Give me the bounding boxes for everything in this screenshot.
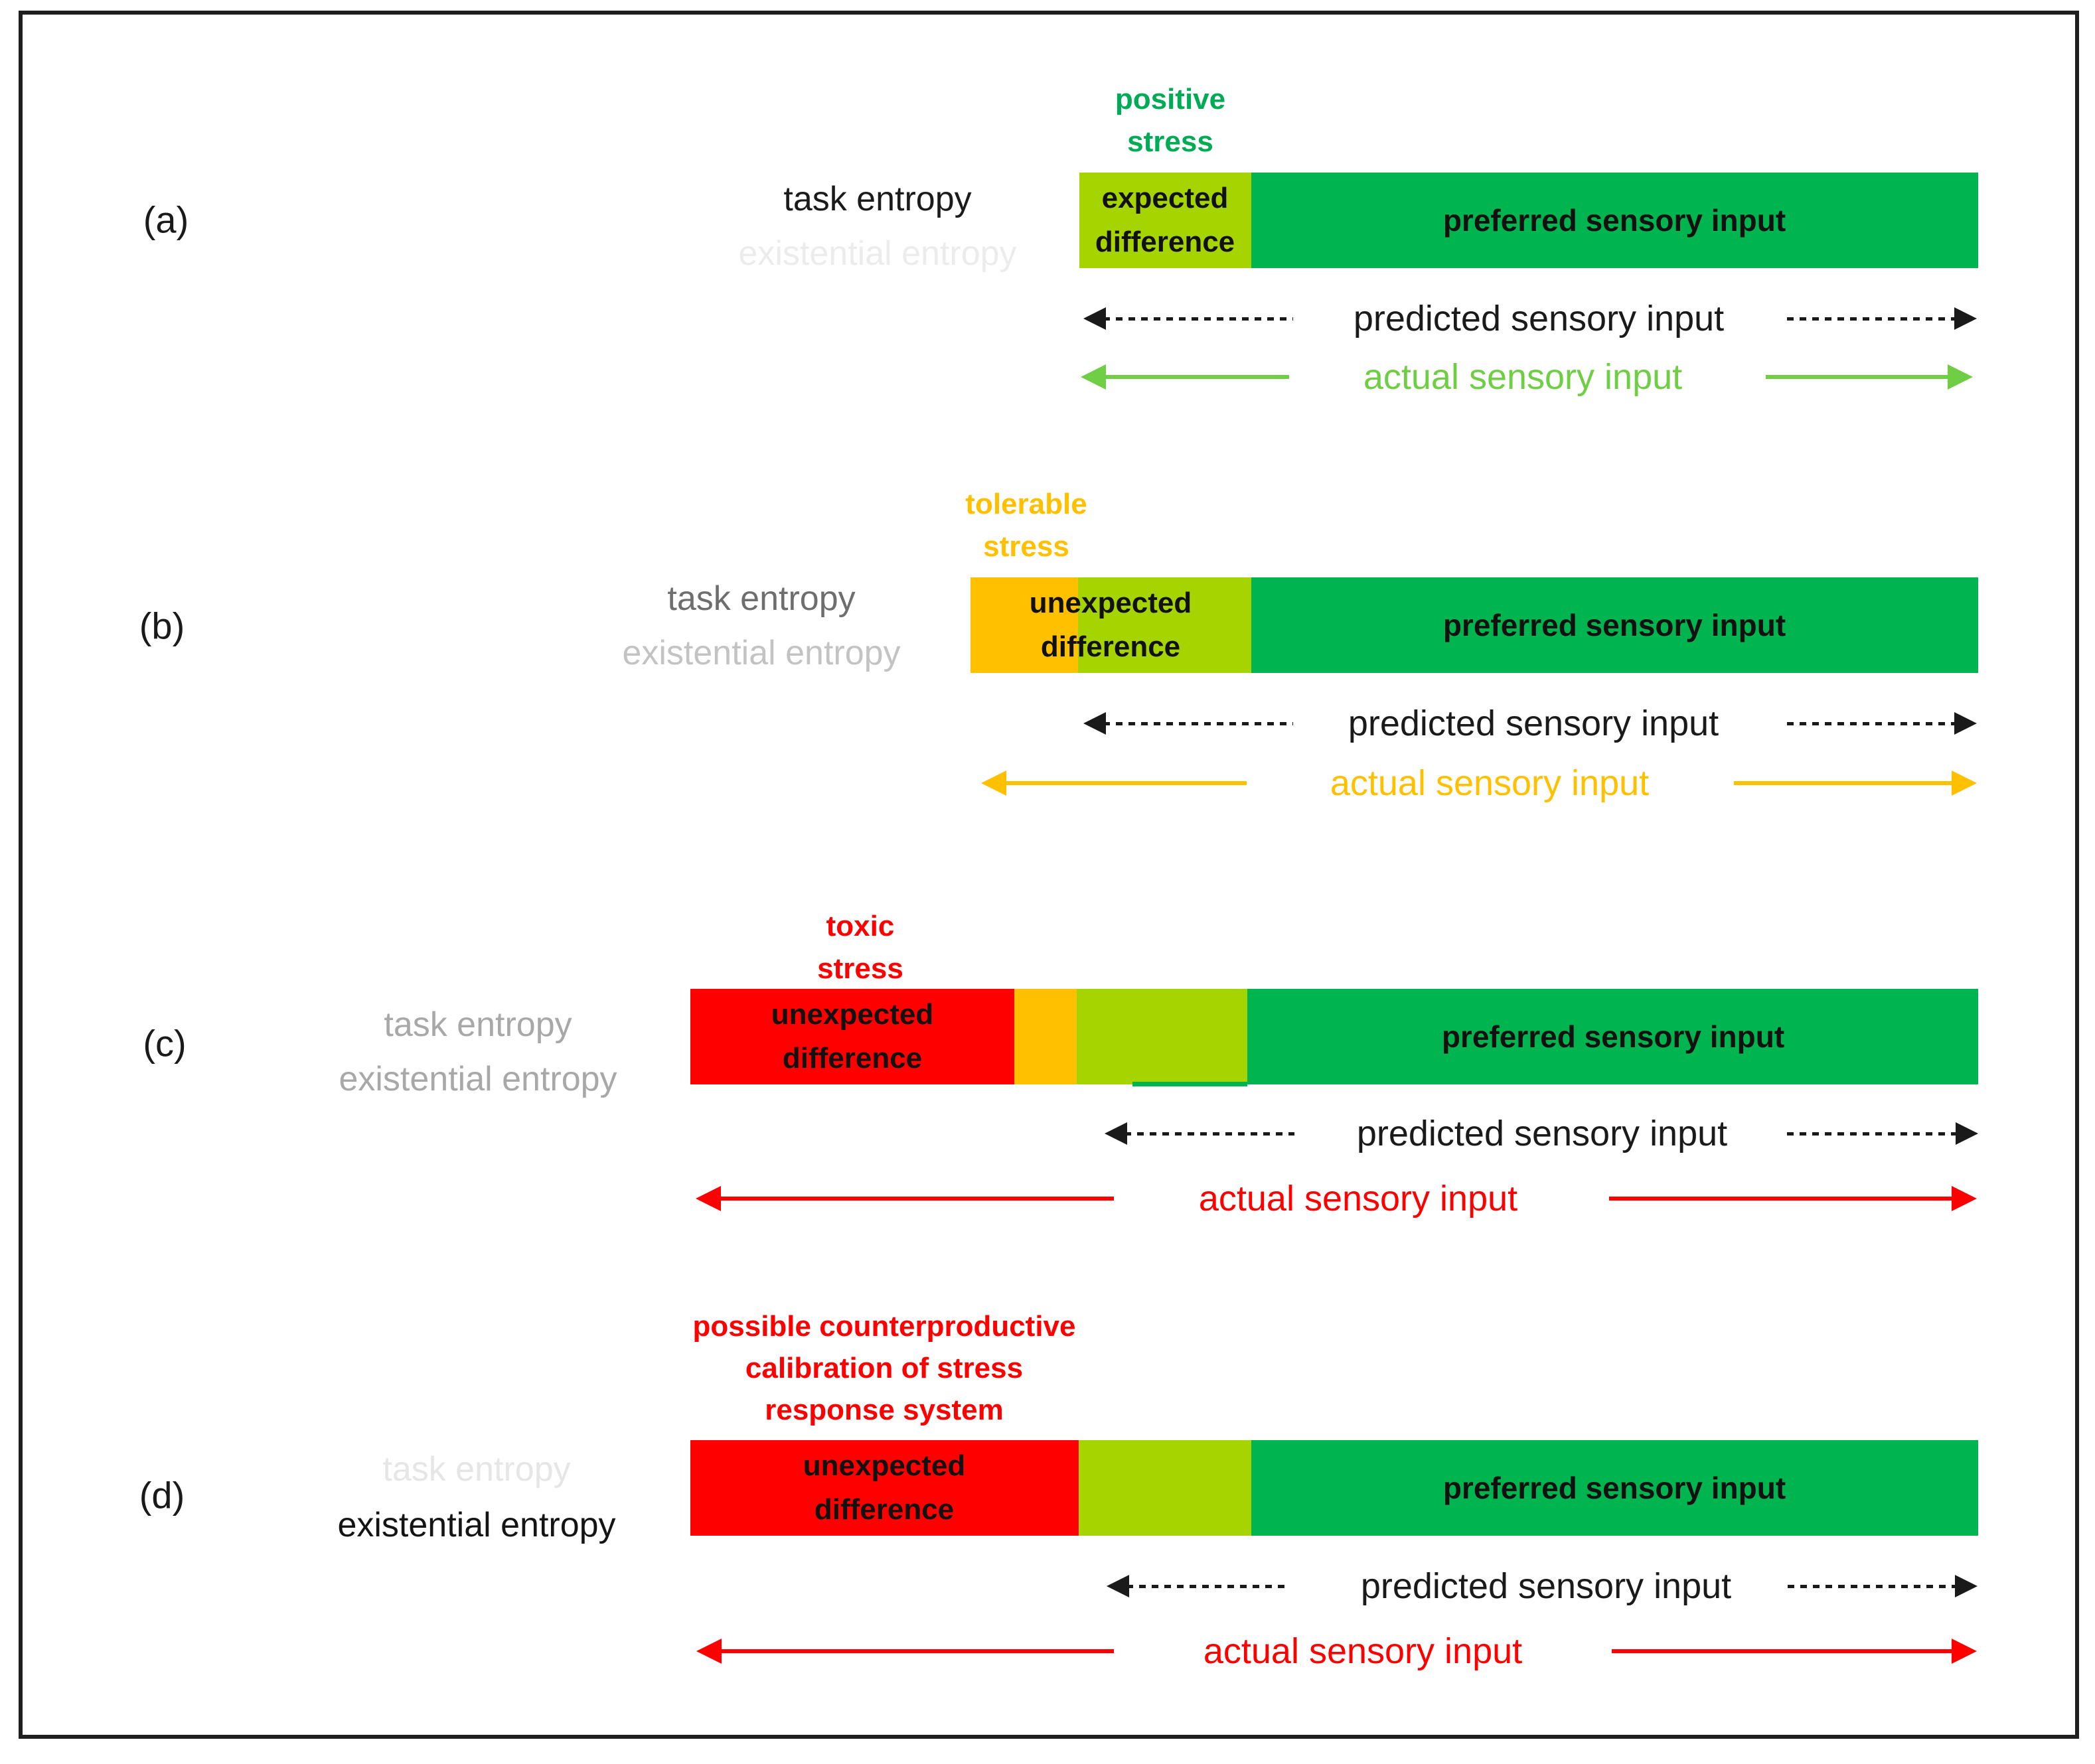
row-label-actual-a: actual sensory input bbox=[1363, 357, 1683, 397]
predicted-arrow-right-line-c bbox=[1787, 1132, 1958, 1136]
predicted-arrow-left-line-d bbox=[1126, 1584, 1290, 1588]
stress-label-c-line1: toxic bbox=[826, 910, 895, 942]
bar-segment-unexpected-difference-b bbox=[1078, 577, 1251, 673]
bar-segment-expected-zone-d bbox=[1079, 1440, 1251, 1536]
predicted-arrow-left-line-c bbox=[1125, 1132, 1294, 1136]
actual-arrow-left-head-d bbox=[696, 1639, 722, 1664]
stress-label-a-line1: positive bbox=[1115, 83, 1226, 115]
row-label-predicted-c: predicted sensory input bbox=[1356, 1114, 1728, 1153]
actual-arrow-right-line-a bbox=[1766, 375, 1950, 379]
bar-segment-preferred-sensory-input-d bbox=[1251, 1440, 1978, 1536]
predicted-arrow-left-line-b bbox=[1103, 721, 1293, 725]
stress-label-b-line2: stress bbox=[983, 530, 1069, 563]
bar-segment-preferred-sensory-input-b bbox=[1251, 577, 1978, 673]
predicted-arrow-right-head-c bbox=[1956, 1122, 1978, 1145]
figure-border bbox=[19, 11, 2079, 1739]
predicted-arrow-right-head-b bbox=[1954, 712, 1977, 735]
predicted-arrow-left-line-a bbox=[1103, 317, 1293, 321]
actual-arrow-right-head-c bbox=[1952, 1186, 1977, 1211]
stress-label-d-line2: calibration of stress bbox=[745, 1352, 1024, 1384]
actual-arrow-left-head-c bbox=[696, 1186, 721, 1211]
stress-label-c-line2: stress bbox=[817, 952, 903, 985]
entropy-label-existential-b: existential entropy bbox=[622, 634, 901, 672]
bar-segment-preferred-sensory-input-a bbox=[1251, 173, 1978, 268]
row-label-actual-d: actual sensory input bbox=[1203, 1631, 1523, 1671]
bar-label-preferred-sensory-input-a: preferred sensory input bbox=[1442, 203, 1786, 238]
stress-label-b-line1: tolerable bbox=[965, 488, 1087, 520]
predicted-arrow-right-line-d bbox=[1788, 1584, 1958, 1588]
predicted-arrow-left-head-a bbox=[1083, 307, 1106, 330]
bar-segment-expected-zone-c bbox=[1077, 989, 1247, 1084]
bar-segment-unexpected-difference-d bbox=[690, 1440, 1079, 1536]
actual-arrow-left-line-a bbox=[1103, 375, 1289, 379]
bar-segment-expected-difference-a bbox=[1079, 173, 1251, 268]
stress-label-d-line1: possible counterproductive bbox=[692, 1310, 1076, 1343]
actual-arrow-left-line-b bbox=[1004, 781, 1247, 785]
row-label-actual-b: actual sensory input bbox=[1330, 763, 1650, 803]
row-label-predicted-d: predicted sensory input bbox=[1360, 1566, 1732, 1606]
predicted-arrow-right-line-b bbox=[1787, 721, 1957, 725]
predicted-arrow-left-head-b bbox=[1083, 712, 1106, 735]
actual-arrow-right-head-a bbox=[1948, 364, 1973, 390]
panel-letter-a: (a) bbox=[143, 198, 189, 241]
row-label-predicted-a: predicted sensory input bbox=[1353, 299, 1725, 338]
bar-segment-tolerable-zone-b bbox=[970, 577, 1078, 673]
actual-arrow-right-head-d bbox=[1952, 1639, 1977, 1664]
entropy-label-task-a: task entropy bbox=[783, 180, 972, 218]
actual-arrow-left-line-c bbox=[718, 1197, 1114, 1201]
entropy-label-existential-c: existential entropy bbox=[339, 1060, 617, 1098]
bar-label-preferred-sensory-input-d: preferred sensory input bbox=[1442, 1471, 1786, 1505]
entropy-label-task-b: task entropy bbox=[667, 579, 856, 618]
stress-label-d-line3: response system bbox=[765, 1394, 1004, 1426]
bar-segment-preferred-sensory-input-c bbox=[1247, 989, 1978, 1084]
actual-arrow-left-head-b bbox=[981, 771, 1006, 796]
actual-arrow-left-head-a bbox=[1081, 364, 1106, 390]
entropy-label-existential-a: existential entropy bbox=[738, 234, 1017, 273]
panel-letter-c: (c) bbox=[143, 1022, 187, 1065]
predicted-arrow-left-head-d bbox=[1107, 1575, 1129, 1597]
predicted-arrow-right-head-a bbox=[1954, 307, 1977, 330]
actual-arrow-left-line-d bbox=[719, 1649, 1114, 1653]
bar-segment-tolerable-zone-c bbox=[1014, 989, 1077, 1084]
actual-arrow-right-line-d bbox=[1612, 1649, 1954, 1653]
predicted-arrow-left-head-c bbox=[1105, 1122, 1127, 1145]
panel-letter-d: (d) bbox=[139, 1474, 185, 1516]
bar-label-preferred-sensory-input-b: preferred sensory input bbox=[1442, 608, 1786, 642]
actual-arrow-right-line-c bbox=[1609, 1197, 1954, 1201]
actual-arrow-right-line-b bbox=[1734, 781, 1954, 785]
predicted-arrow-right-head-d bbox=[1955, 1575, 1978, 1597]
row-label-actual-c: actual sensory input bbox=[1198, 1179, 1518, 1218]
panel-letter-b: (b) bbox=[139, 605, 185, 647]
stress-label-a-line2: stress bbox=[1127, 125, 1213, 158]
entropy-label-existential-d: existential entropy bbox=[337, 1506, 616, 1544]
bar-segment-unexpected-difference-c bbox=[690, 989, 1014, 1084]
bar-label-preferred-sensory-input-c: preferred sensory input bbox=[1441, 1019, 1785, 1054]
entropy-label-task-d: task entropy bbox=[382, 1450, 571, 1489]
row-label-predicted-b: predicted sensory input bbox=[1348, 703, 1719, 743]
actual-arrow-right-head-b bbox=[1952, 771, 1977, 796]
entropy-label-task-c: task entropy bbox=[384, 1005, 572, 1044]
bar-strip-green-sliver-c bbox=[1132, 1082, 1247, 1086]
predicted-arrow-right-line-a bbox=[1787, 317, 1957, 321]
